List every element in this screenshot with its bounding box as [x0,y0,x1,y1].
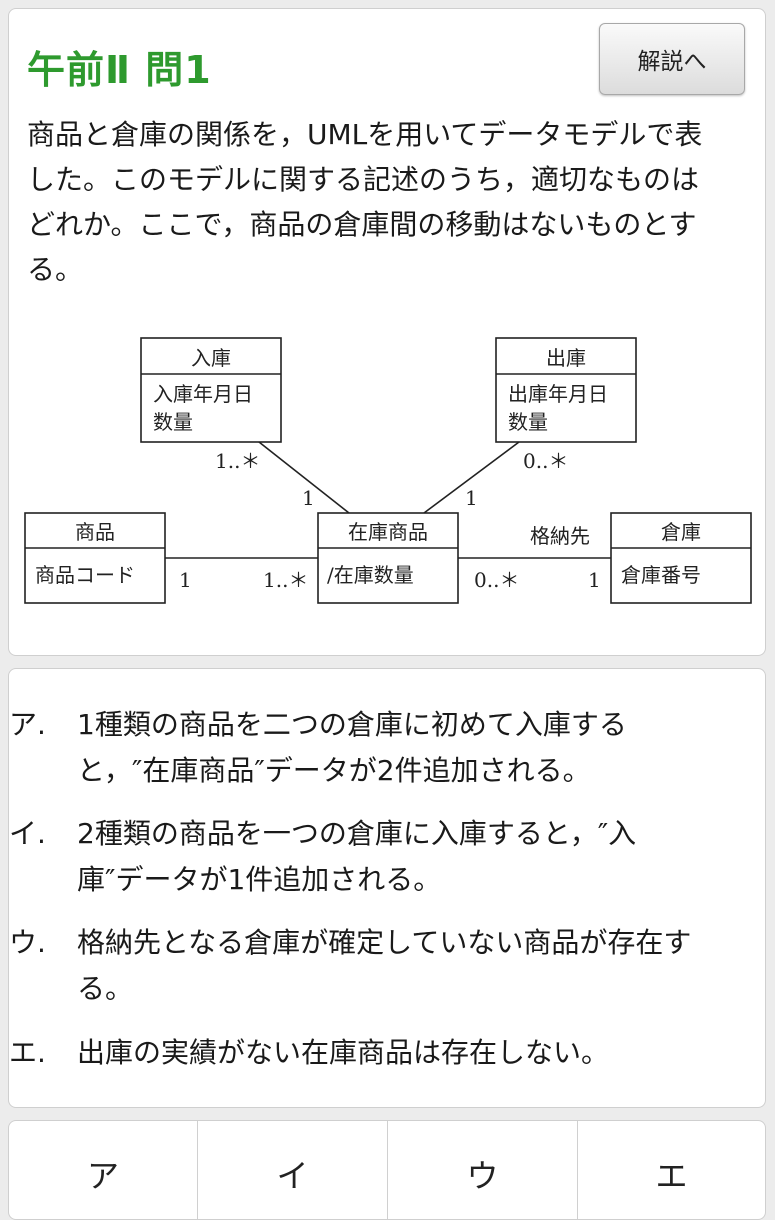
choice-mark: ア. [9,708,46,741]
choices-card: ア. 1種類の商品を二つの倉庫に初めて入庫する と，″在庫商品″データが2件追加… [8,668,766,1108]
question-title: 午前Ⅱ 問1 [27,48,212,92]
choice-text: 2種類の商品を一つの倉庫に入庫すると，″入 庫″データが1件追加される。 [77,811,707,903]
explanation-button[interactable]: 解説へ [599,23,745,95]
choice-line: 出庫の実績がない在庫商品は存在しない。 [77,1036,610,1069]
multiplicity-label: 0..＊ [523,449,568,473]
question-line: る。 [27,253,84,286]
class-attr: 数量 [153,410,193,434]
choice-mark: イ. [9,817,46,850]
choice-line: 格納先となる倉庫が確定していない商品が存在す [77,926,692,959]
question-line: した。このモデルに関する記述のうち，適切なものは [27,163,700,196]
multiplicity-label: 1..＊ [215,449,260,473]
class-attr: 商品コード [35,563,135,587]
class-name-zaiko-shohin: 在庫商品 [348,520,428,544]
answer-button-a[interactable]: ア [9,1121,198,1219]
answer-buttons: ア イ ウ エ [8,1120,766,1220]
multiplicity-label: 1 [179,568,192,592]
choice-text: 格納先となる倉庫が確定していない商品が存在す る。 [77,920,707,1012]
choice-line: 2種類の商品を一つの倉庫に入庫すると，″入 [77,817,637,850]
choice-text: 出庫の実績がない在庫商品は存在しない。 [77,1030,707,1076]
multiplicity-label: 1..＊ [263,568,308,592]
role-label: 格納先 [530,524,590,548]
question-line: どれか。ここで，商品の倉庫間の移動はないものとす [27,208,697,241]
class-name-shukko: 出庫 [546,346,586,370]
multiplicity-label: 0..＊ [474,568,519,592]
association-line-nyuko [258,441,350,514]
choice-line: る。 [77,972,134,1005]
class-name-soko: 倉庫 [661,520,701,544]
class-name-nyuko: 入庫 [191,346,231,370]
answer-button-i[interactable]: イ [198,1121,388,1219]
class-attr: 数量 [508,410,548,434]
answer-button-e[interactable]: エ [655,1157,688,1195]
class-attr: /在庫数量 [327,563,414,587]
question-card: 午前Ⅱ 問1 解説へ 商品と倉庫の関係を，UMLを用いてデータモデルで表 した。… [8,8,766,656]
class-attr: 倉庫番号 [621,563,701,587]
multiplicity-label: 1 [302,486,315,510]
class-attr: 入庫年月日 [153,382,253,406]
class-attr: 出庫年月日 [508,382,608,406]
choice-line: と，″在庫商品″データが2件追加される。 [77,754,591,787]
choice-mark: エ. [9,1036,46,1069]
multiplicity-label: 1 [588,568,601,592]
class-box-shukko [495,337,637,443]
answer-button-u[interactable]: ウ [388,1121,578,1219]
choice-line: 1種類の商品を二つの倉庫に初めて入庫する [77,708,627,741]
choice-mark: ウ. [9,926,46,959]
class-name-shohin: 商品 [75,520,115,544]
multiplicity-label: 1 [465,486,478,510]
uml-diagram: 入庫 出庫 商品 在庫商品 倉庫 入庫年月日 数量 出庫年月日 数量 商品コード… [24,337,752,604]
choice-text: 1種類の商品を二つの倉庫に初めて入庫する と，″在庫商品″データが2件追加される… [77,702,707,794]
association-line-shukko [423,441,520,514]
question-text: 商品と倉庫の関係を，UMLを用いてデータモデルで表 した。このモデルに関する記述… [27,112,757,292]
choice-line: 庫″データが1件追加される。 [77,863,442,896]
class-box-nyuko [140,337,282,443]
question-line: 商品と倉庫の関係を，UMLを用いてデータモデルで表 [27,118,703,151]
